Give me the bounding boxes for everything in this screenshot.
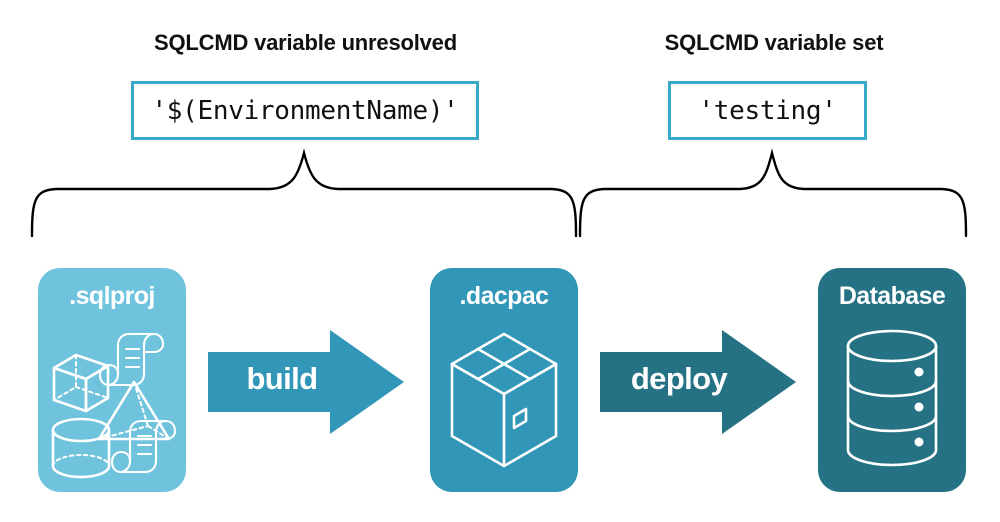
scroll-icon (110, 419, 177, 474)
arrow-deploy-shape (600, 330, 796, 434)
card-label-database: Database (838, 282, 946, 310)
package-box-icon (450, 332, 558, 468)
card-label-sqlproj: .sqlproj (69, 282, 155, 310)
card-database: Database (818, 268, 966, 492)
database-art (818, 320, 966, 488)
code-box-unresolved-value: '$(EnvironmentName)' (131, 81, 479, 140)
code-box-set-value: 'testing' (668, 81, 867, 140)
arrow-build: build (208, 330, 408, 434)
cylinder-icon (51, 417, 111, 479)
brace-unresolved (30, 148, 578, 238)
section-title-set: SQLCMD variable set (664, 30, 884, 55)
cube-icon (52, 353, 110, 413)
dacpac-package-art (430, 320, 578, 488)
card-dacpac: .dacpac (430, 268, 578, 492)
arrow-deploy: deploy (600, 330, 800, 434)
scroll-icon (98, 332, 165, 387)
card-label-dacpac: .dacpac (459, 282, 550, 310)
brace-set (578, 148, 968, 238)
section-title-unresolved: SQLCMD variable unresolved (154, 30, 457, 55)
arrow-build-shape (208, 330, 404, 434)
database-cylinder-icon (846, 329, 938, 467)
sqlproj-artifacts-art (38, 320, 186, 488)
card-sqlproj: .sqlproj (38, 268, 186, 492)
